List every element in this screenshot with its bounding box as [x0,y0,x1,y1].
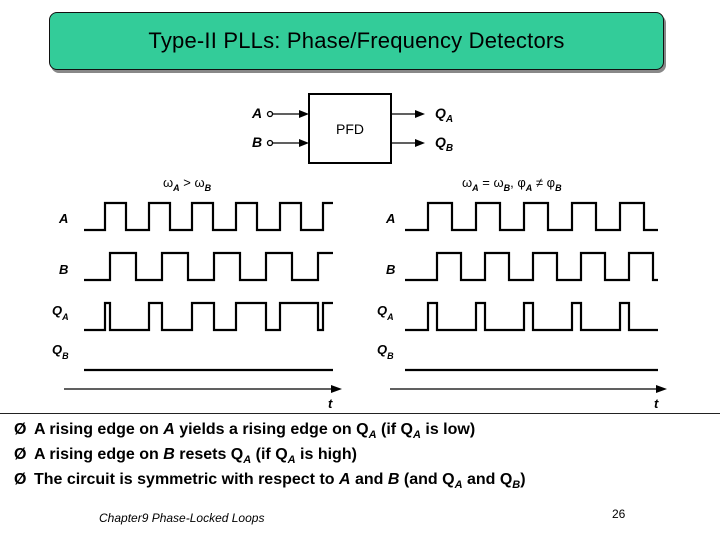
bullet-text-segment: A [243,454,252,467]
title-box: Type-II PLLs: Phase/Frequency Detectors [49,12,664,70]
pfd-input-a-label: A [251,105,262,121]
bullet-text-segment: A [454,479,463,492]
bullet-text-segment: resets Q [174,446,244,463]
bullet-text-segment: A [338,471,351,488]
bullet-text-segment: B [512,479,521,492]
pfd-output-qa-label: QA [435,105,453,125]
right-waveform-a [405,201,658,232]
pfd-input-b-terminal [266,139,274,147]
right-waveform-b [405,251,658,282]
bullet-text-segment: A rising edge on [34,421,164,438]
pfd-output-qb: QB [391,134,453,154]
left-panel-waveforms [84,201,333,372]
bullet-text-segment: A [163,421,175,438]
pfd-output-qa-arrowhead [415,110,425,118]
bullet-text-segment: is high) [295,446,357,463]
bullet-text-segment: B [387,471,400,488]
left-time-axis: t [64,385,342,411]
left-time-label: t [328,396,333,411]
pfd-input-a-terminal [266,110,274,118]
pfd-label: PFD [336,121,364,137]
bullet-item: Ø The circuit is symmetric with respect t… [14,471,526,491]
pfd-output-qb-arrowhead [415,139,425,147]
bullet-text-segment: A [368,429,377,442]
bullet-text-segment: (and Q [399,471,455,488]
pfd-input-a-arrowhead [299,110,309,118]
bullet-arrow-icon: Ø [14,471,27,488]
right-panel-labels: A B QA QB [377,211,395,361]
bullet-text-segment: and Q [462,471,513,488]
bullet-text-segment: is low) [420,421,476,438]
bullet-arrow-icon: Ø [14,421,27,438]
bullet-text-segment: A [287,454,296,467]
bullet-text-segment: The circuit is symmetric with respect to [34,471,339,488]
bullet-text-segment: B [163,446,175,463]
bullet-text-segment: A [412,429,421,442]
right-time-axis: t [390,385,667,411]
pfd-input-b-arrowhead [299,139,309,147]
right-time-axis-arrowhead [656,385,667,393]
right-label-qb: QB [377,342,394,361]
footer-text: Chapter9 Phase-Locked Loops [99,511,265,525]
left-label-qa: QA [52,303,69,322]
pfd-output-qb-label: QB [435,134,453,154]
slide-title: Type-II PLLs: Phase/Frequency Detectors [148,28,565,53]
right-label-qa: QA [377,303,394,322]
right-waveform-qa [405,301,658,332]
pfd-block: PFD [308,93,392,164]
bullet-text-segment: A rising edge on [34,446,164,463]
pfd-box [308,93,392,164]
bullet-text: A rising edge on A yields a rising edge … [34,421,476,442]
left-waveform-a [84,201,333,232]
right-label-a: A [385,211,395,226]
bullet-list: Ø A rising edge on A yields a rising edge… [0,413,720,504]
bullet-text-segment: (if Q [376,421,413,438]
bullet-arrow-icon: Ø [14,446,27,463]
bullet-text-segment: and [350,471,388,488]
left-label-qb: QB [52,342,69,361]
bullet-text-segment: ) [520,471,526,488]
pfd-output-qa: QA [391,105,453,125]
bullet-text-segment: (if Q [251,446,288,463]
bullet-item: Ø A rising edge on A yields a rising edge… [14,421,475,441]
bullet-text-segment: yields a rising edge on Q [174,421,369,438]
page-number: 26 [612,507,626,521]
pfd-input-a: A [251,105,309,121]
right-label-b: B [386,262,395,277]
pfd-input-b: B [252,134,309,150]
left-waveform-b [84,251,333,282]
pfd-input-b-label: B [252,134,262,150]
left-time-axis-arrowhead [331,385,342,393]
left-panel-labels: A B QA QB [52,211,69,361]
pfd-diagram: PFD A B QA QB ωA > ωB ωA = ωB, φA ≠ φB A… [52,93,667,411]
right-panel-waveforms [405,201,658,372]
bullet-text: The circuit is symmetric with respect to… [34,471,526,492]
left-panel-condition: ωA > ωB [163,175,212,193]
left-waveform-qa [84,301,333,332]
left-label-b: B [59,262,68,277]
left-label-a: A [58,211,68,226]
bullet-text: A rising edge on B resets QA (if QA is h… [34,446,357,467]
right-panel-condition: ωA = ωB, φA ≠ φB [462,175,562,193]
right-time-label: t [654,396,659,411]
